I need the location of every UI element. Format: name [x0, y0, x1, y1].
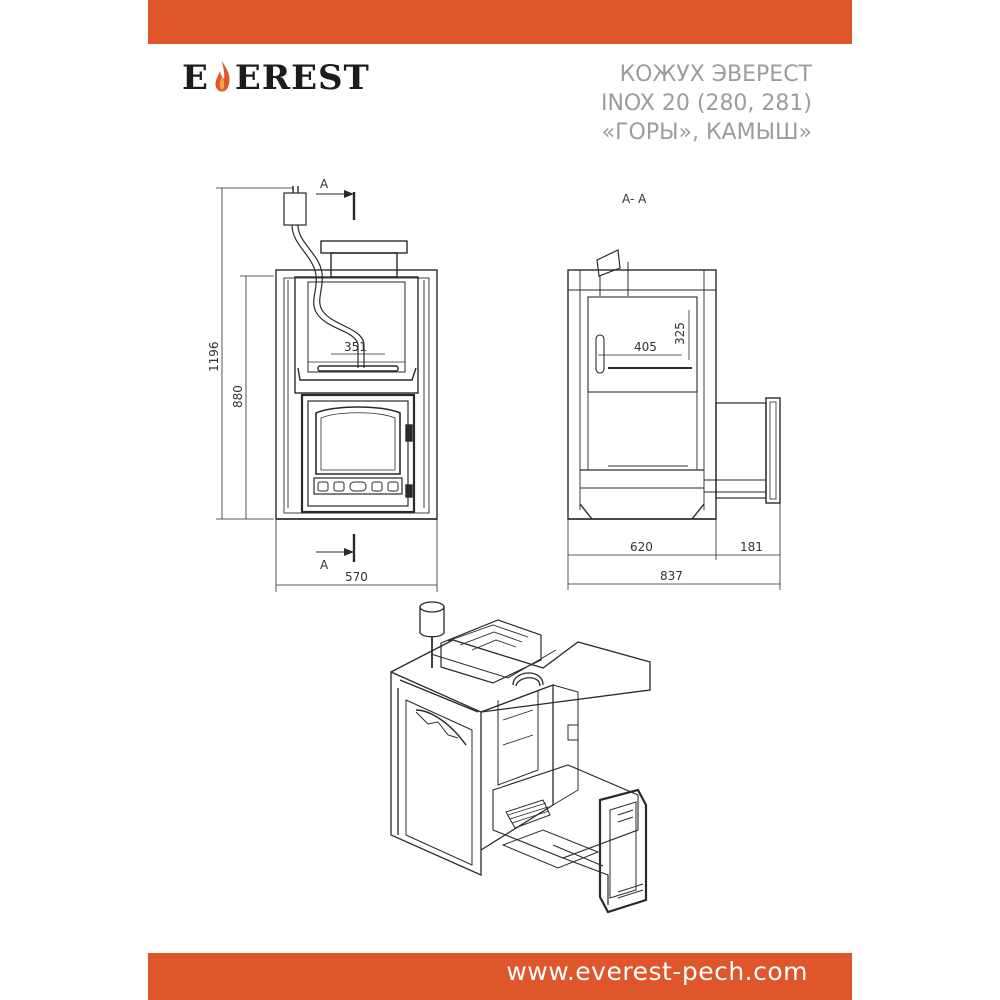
- dim-inner-width: 405: [634, 340, 657, 354]
- dim-width: 570: [345, 570, 368, 584]
- product-title: КОЖУХ ЭВЕРЕСТ INOX 20 (280, 281) «ГОРЫ»,…: [512, 60, 812, 147]
- front-view: [216, 186, 438, 592]
- section-label: A- A: [622, 192, 647, 206]
- flame-icon: [210, 59, 234, 97]
- title-line-2: INOX 20 (280, 281): [600, 91, 812, 116]
- dim-body-height: 880: [231, 385, 245, 408]
- technical-drawing: A A 1196 880 351 570 A- A 405 325 620 18…: [207, 177, 781, 914]
- dim-total-height: 1196: [207, 341, 221, 372]
- bottom-accent-band: [148, 953, 852, 1000]
- dim-inner-height: 325: [673, 322, 687, 345]
- title-line-3: «ГОРЫ», КАМЫШ»: [601, 120, 812, 145]
- section-view: [567, 249, 781, 590]
- section-mark-top: A: [320, 177, 329, 191]
- website-url: www.everest-pech.com: [506, 957, 808, 986]
- title-line-1: КОЖУХ ЭВЕРЕСТ: [619, 62, 812, 87]
- top-accent-band: [148, 0, 852, 44]
- section-mark-bottom: A: [320, 558, 329, 572]
- isometric-view: [390, 601, 651, 914]
- dim-total-depth: 837: [660, 569, 683, 583]
- dim-body-depth: 620: [630, 540, 653, 554]
- dim-tunnel-length: 181: [740, 540, 763, 554]
- dim-firebox-width: 351: [344, 340, 367, 354]
